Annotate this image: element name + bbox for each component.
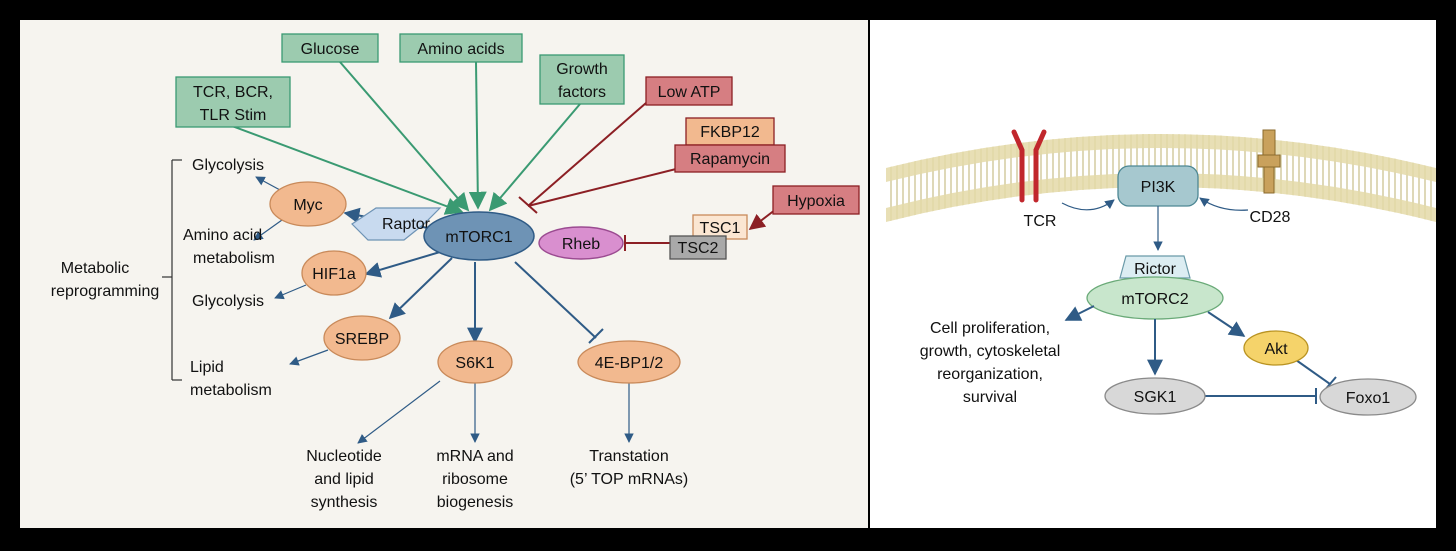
foxo1-ellipse: [1319, 378, 1417, 416]
s6k1-label: S6K1: [455, 355, 494, 372]
glucose-box: [281, 33, 379, 63]
nucleotide-line2: and lipid: [314, 471, 374, 488]
rheb-label: Rheb: [562, 236, 600, 253]
tsc2-label: TSC2: [678, 240, 719, 257]
translation-line1: Transtation: [589, 448, 668, 465]
srebp-ellipse: [323, 315, 401, 361]
s6k1-ellipse: [437, 340, 513, 384]
mtorc1-output-arrows: [343, 207, 604, 344]
myc-label: Myc: [293, 197, 322, 214]
translation-line2: (5’ TOP mRNAs): [570, 471, 689, 488]
mrna-line2: ribosome: [442, 471, 508, 488]
lipid-line2: metabolism: [190, 382, 272, 399]
amino-acid-line1: Amino acid: [183, 227, 262, 244]
tcr-receptor-icon: [1011, 129, 1047, 203]
sgk1-label: SGK1: [1134, 389, 1177, 406]
effector-output-arrows: [253, 176, 634, 444]
rapamycin-box: [674, 144, 786, 173]
hypoxia-box: [772, 185, 860, 215]
cell-outcome-line2: growth, cytoskeletal: [920, 343, 1061, 360]
cell-outcome-line3: reorganization,: [937, 366, 1043, 383]
mrna-line1: mRNA and: [436, 448, 513, 465]
cd28-label: CD28: [1250, 209, 1291, 226]
tsc2-box: [669, 235, 727, 260]
cell-outcome-line4: survival: [963, 389, 1017, 406]
glycolysis-1-label: Glycolysis: [192, 157, 264, 174]
activator-arrows: [231, 61, 581, 215]
metabolic-line1: Metabolic: [61, 260, 129, 277]
tsc1-box: [692, 214, 748, 240]
mtorc1-ellipse: [423, 211, 535, 261]
raptor-label: Raptor: [382, 216, 431, 233]
hypoxia-label: Hypoxia: [787, 193, 845, 210]
mtorc1-label: mTORC1: [445, 229, 512, 246]
hif1a-ellipse: [301, 250, 367, 296]
cd28-receptor-icon: [1257, 129, 1281, 194]
low-atp-box: [645, 76, 733, 106]
cell-outcome-line1: Cell proliferation,: [930, 320, 1050, 337]
glycolysis-2-label: Glycolysis: [192, 293, 264, 310]
amino-acids-box: [399, 33, 523, 63]
growth-factors-box: [539, 54, 625, 105]
metabolic-bracket: [162, 159, 182, 381]
low-atp-label: Low ATP: [658, 84, 721, 101]
receptor-stim-box: [175, 76, 291, 128]
4ebp-label: 4E-BP1/2: [595, 355, 664, 372]
metabolic-line2: reprogramming: [51, 283, 159, 300]
tcr-label: TCR: [1024, 213, 1057, 230]
receptor-stim-line2: TLR Stim: [200, 107, 267, 124]
growth-factors-line1: Growth: [556, 61, 608, 78]
srebp-label: SREBP: [335, 331, 389, 348]
receptor-to-pi3k-arrows: [1061, 197, 1249, 211]
amino-acid-line2: metabolism: [193, 250, 275, 267]
rictor-shape: [1119, 255, 1191, 279]
myc-ellipse: [269, 181, 347, 227]
nucleotide-line3: synthesis: [311, 494, 378, 511]
fkbp12-box: [685, 117, 775, 146]
raptor-shape: [351, 207, 442, 241]
rheb-ellipse: [538, 226, 624, 260]
nucleotide-line1: Nucleotide: [306, 448, 382, 465]
lipid-line1: Lipid: [190, 359, 224, 376]
amino-acids-label: Amino acids: [417, 41, 504, 58]
sgk1-ellipse: [1104, 377, 1206, 415]
hif1a-label: HIF1a: [312, 266, 356, 283]
growth-factors-line2: factors: [558, 84, 606, 101]
akt-label: Akt: [1264, 341, 1288, 358]
foxo1-label: Foxo1: [1346, 390, 1391, 407]
pi3k-label: PI3K: [1141, 179, 1176, 196]
receptor-stim-line1: TCR, BCR,: [193, 84, 273, 101]
akt-ellipse: [1243, 330, 1309, 366]
glucose-label: Glucose: [301, 41, 360, 58]
rapamycin-label: Rapamycin: [690, 151, 770, 168]
fkbp12-label: FKBP12: [700, 124, 760, 141]
4ebp-ellipse: [577, 340, 681, 384]
tsc1-label: TSC1: [700, 220, 741, 237]
mtorc2-label: mTORC2: [1121, 291, 1188, 308]
mrna-line3: biogenesis: [437, 494, 514, 511]
rictor-label: Rictor: [1134, 261, 1176, 278]
